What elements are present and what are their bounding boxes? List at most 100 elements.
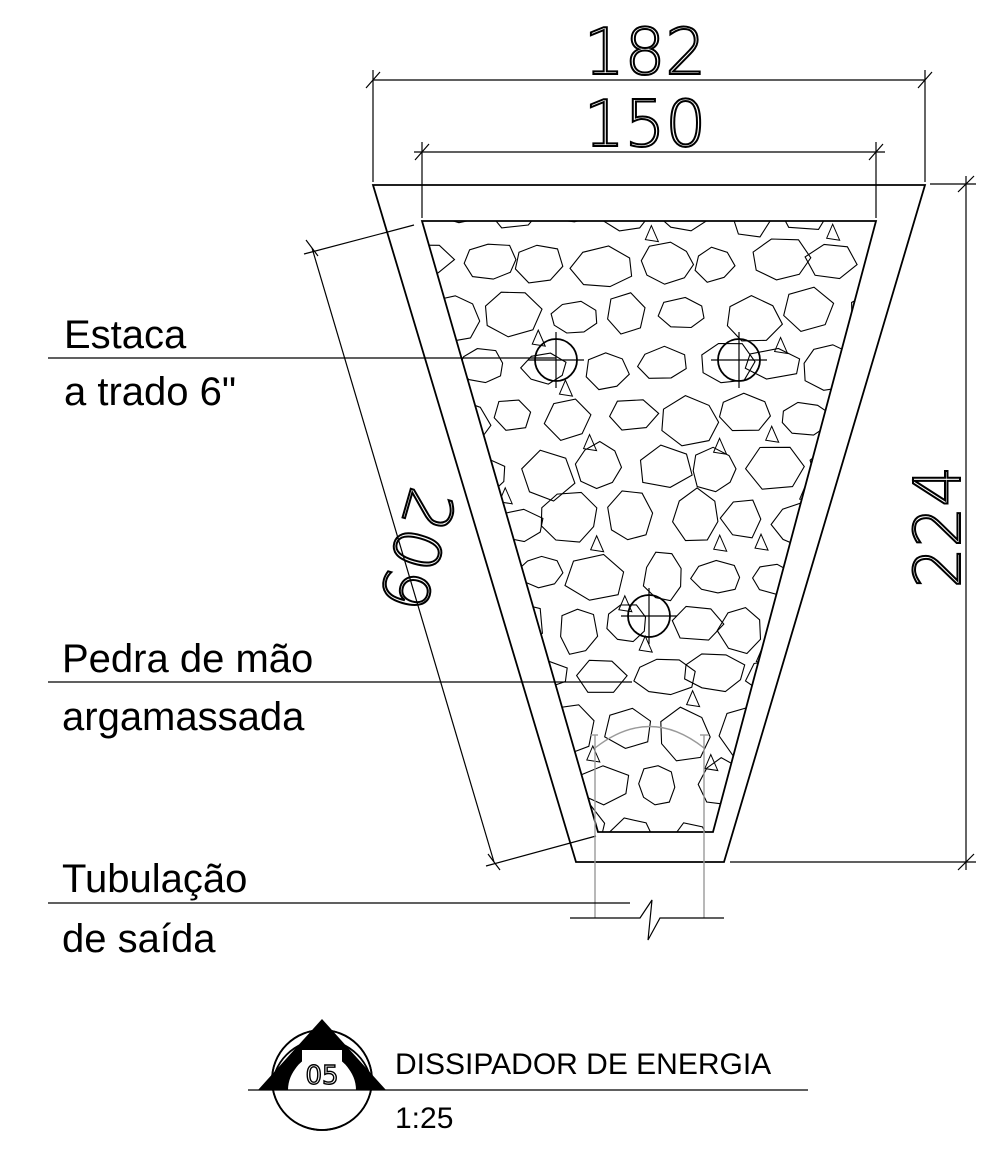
stone-shape (787, 710, 834, 747)
stone-shape (744, 347, 801, 380)
stone-shape (719, 499, 762, 539)
stone-chip (638, 634, 654, 653)
stone-shape (463, 243, 517, 280)
stone-shape (726, 294, 784, 342)
stone-shape (879, 652, 916, 701)
label-stone-line1: Pedra de mão (62, 637, 313, 681)
stone-chip (474, 641, 490, 660)
stone-shape (851, 292, 876, 325)
stone-chip (589, 534, 605, 553)
stone-shape (422, 393, 430, 432)
stone-shape (422, 344, 458, 390)
stone-shape (585, 352, 630, 391)
dimension-height-text: 224 (902, 466, 976, 588)
stone-shape (694, 246, 736, 283)
stone-chip (468, 741, 483, 760)
section-number: 05 (305, 1061, 338, 1091)
stone-shape (751, 563, 793, 596)
stone-shape (716, 821, 769, 832)
stone-shape (830, 817, 876, 832)
stone-shape (604, 707, 652, 749)
stone-shape (718, 392, 772, 432)
label-stone-line2: argamassada (62, 695, 305, 739)
stone-chip (498, 486, 514, 505)
stone-shape (752, 238, 812, 281)
pile-marker (711, 332, 767, 388)
stone-chip (754, 532, 769, 551)
stone-shape (607, 490, 654, 541)
stone-shape (657, 296, 705, 329)
dimension-slant-length: 209 (303, 224, 597, 871)
label-pipe-line2: de saída (62, 917, 216, 961)
stone-chip (558, 378, 574, 397)
stone-shape (381, 819, 417, 856)
stone-chip (919, 385, 932, 401)
stone-chip (586, 744, 601, 763)
pile-marker (528, 332, 584, 388)
stone-shape (607, 817, 656, 832)
pile-marker (621, 588, 677, 644)
stone-shape (639, 444, 693, 488)
stone-chip (713, 533, 728, 552)
stone-shape (519, 352, 567, 385)
stone-shape (504, 659, 568, 690)
stone-shape (428, 221, 485, 224)
stone-shape (798, 548, 857, 593)
stone-shape (671, 487, 719, 542)
stone-shape (802, 762, 857, 801)
stone-shape (575, 659, 628, 693)
stone-shape (809, 446, 859, 490)
stone-shape (521, 449, 576, 502)
stone-shape (692, 446, 737, 493)
stone-shape (840, 609, 876, 643)
annotation-labels: Estaca a trado 6" Pedra de mão argamassa… (62, 313, 313, 961)
stone-shape (803, 344, 858, 391)
stone-shape (716, 606, 762, 655)
dimension-height: 224 (730, 175, 977, 871)
stone-shape (422, 288, 435, 336)
stone-shape (606, 604, 647, 643)
stone-chip (825, 222, 841, 241)
stone-chip (685, 689, 701, 708)
stone-shape (470, 651, 512, 700)
stone-shape (804, 243, 858, 280)
stone-chip (712, 437, 728, 455)
dimension-outer-width-text: 182 (584, 16, 706, 90)
stone-shape (463, 758, 516, 805)
stone-shape (660, 706, 711, 762)
stone-shape (636, 345, 687, 379)
stone-shape (673, 822, 710, 832)
stone-shape (515, 757, 576, 810)
stone-shape (487, 221, 542, 229)
stone-shape (870, 233, 876, 280)
stone-shape (642, 551, 682, 602)
stone-shape (608, 399, 660, 431)
stone-shape (689, 559, 741, 594)
label-pile-line2: a trado 6" (64, 370, 236, 414)
stone-shape (540, 491, 598, 543)
label-pipe-line1: Tubulação (62, 857, 247, 901)
stone-chip (582, 433, 598, 452)
stone-shape (633, 658, 696, 696)
stone-shape (422, 760, 453, 796)
stone-shape (701, 342, 756, 384)
stone-shape (495, 821, 552, 832)
stone-chip (883, 743, 896, 759)
dimension-slant-length-text: 209 (363, 480, 468, 618)
stone-chip (450, 381, 465, 400)
stone-shape (842, 707, 876, 748)
dimension-inner-width: 150 (414, 87, 885, 218)
stone-shape (422, 655, 448, 690)
stone-chip (886, 321, 899, 337)
stone-shape (459, 542, 510, 592)
stone-chip (503, 584, 519, 603)
stone-shape (423, 295, 481, 342)
stone-shape (654, 221, 711, 232)
outlet-pipe (570, 725, 724, 941)
drawing-title: DISSIPADOR DE ENERGIA (395, 1048, 771, 1081)
stone-shape (560, 608, 599, 655)
stone-shape (489, 508, 544, 543)
stone-shape (638, 765, 676, 806)
stone-shape (541, 221, 602, 223)
